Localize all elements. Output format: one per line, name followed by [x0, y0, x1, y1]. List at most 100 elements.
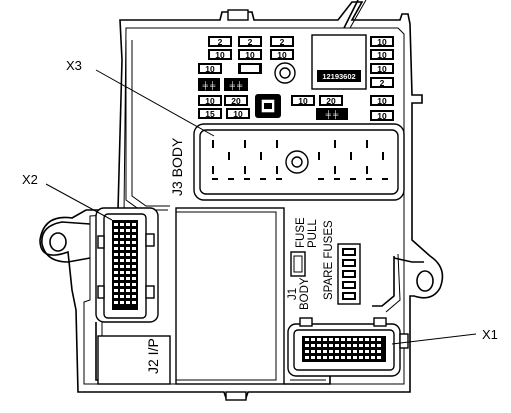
- j3-pin: [212, 140, 214, 148]
- fuse-rating-label: 20: [231, 96, 241, 106]
- x1-pin: [365, 356, 369, 359]
- fuse-f11[interactable]: 10: [198, 63, 222, 74]
- x2-pin: [126, 229, 130, 232]
- x1-pin: [311, 350, 315, 353]
- x2-pin: [114, 223, 118, 226]
- right-mounting-hole: [416, 270, 434, 292]
- x2-pin: [114, 241, 118, 244]
- x1-pin: [341, 356, 345, 359]
- x1-pin: [335, 338, 339, 341]
- x2-pin: [126, 247, 130, 250]
- fuse-rating-label: 10: [245, 50, 255, 60]
- x1-pin: [329, 356, 333, 359]
- x2-pin: [126, 241, 130, 244]
- x1-pin: [353, 350, 357, 353]
- fuse-f10[interactable]: 2: [370, 77, 394, 88]
- x1-pin: [377, 344, 381, 347]
- x1-pin: [347, 338, 351, 341]
- j3-pin: [382, 152, 384, 160]
- fuse-rating-label: 10: [233, 109, 243, 119]
- x2-pin: [132, 253, 136, 256]
- left-mounting-ear: [41, 221, 91, 263]
- x2-pin: [120, 301, 124, 304]
- fuse-f4[interactable]: 10: [208, 49, 232, 60]
- x1-pin: [353, 344, 357, 347]
- x2-pin: [126, 235, 130, 238]
- x2-latch-2: [145, 285, 155, 299]
- x2-pin: [132, 247, 136, 250]
- x2-pin: [126, 271, 130, 274]
- x2-latch-l2: [97, 285, 105, 299]
- fuse-rating-label: 10: [215, 50, 225, 60]
- top-wire-2: [349, 0, 367, 29]
- j3-pin: [244, 166, 246, 174]
- x1-leader: [391, 333, 477, 345]
- x1-latch: [299, 317, 313, 327]
- j3-pin: [318, 178, 324, 180]
- fuse-f19[interactable]: 10: [370, 110, 394, 121]
- x1-pin: [365, 350, 369, 353]
- fuse-f5[interactable]: 10: [238, 49, 262, 60]
- x2-latch-l: [97, 235, 105, 249]
- fuse-f8[interactable]: 10: [370, 49, 394, 60]
- svg-text:╪ ╪: ╪ ╪: [325, 110, 339, 120]
- x1-pin: [365, 344, 369, 347]
- x1-pin: [353, 338, 357, 341]
- x2-pin: [120, 223, 124, 226]
- relay-part-number: 12193602: [322, 72, 355, 81]
- j3-pin: [276, 166, 278, 174]
- center-cavity: [175, 207, 285, 385]
- right-harness: [372, 256, 395, 307]
- fuse-f2[interactable]: 2: [238, 36, 262, 47]
- fuse-f3[interactable]: 2: [270, 36, 294, 47]
- fuse-f9[interactable]: 10: [370, 63, 394, 74]
- x2-pin: [120, 235, 124, 238]
- x1-pin: [377, 356, 381, 359]
- x2-pin: [132, 277, 136, 280]
- j1-label-line1: J1: [287, 288, 299, 300]
- fuse-rating-label: 10: [277, 50, 287, 60]
- fuse-rating-label: 2: [218, 37, 223, 47]
- mini-relay-0: [238, 63, 262, 74]
- fuse-f6[interactable]: 10: [270, 49, 294, 60]
- x2-pin: [120, 289, 124, 292]
- x2-leader: [45, 183, 113, 221]
- x1-pin-array: [305, 338, 381, 359]
- fuse-f7[interactable]: 10: [370, 36, 394, 47]
- fuse-f17[interactable]: 15: [198, 108, 222, 119]
- j3-pin: [212, 166, 214, 174]
- fuse-f12[interactable]: 10: [198, 95, 222, 106]
- x1-latch-3: [399, 333, 409, 349]
- fuse-rating-label: 10: [205, 96, 215, 106]
- fuse-f16[interactable]: 10: [370, 95, 394, 106]
- x2-pin-array: [114, 223, 136, 304]
- x2-pin: [126, 259, 130, 262]
- fuse-f14[interactable]: 10: [291, 95, 315, 106]
- j3-pin: [366, 166, 368, 174]
- fuse-f18[interactable]: 10: [226, 108, 250, 119]
- x1-pin: [335, 350, 339, 353]
- spare-fuse-slots: [342, 248, 356, 300]
- fuse-rating-label: 20: [326, 96, 336, 106]
- j3-pin: [228, 178, 234, 180]
- x2-pin: [132, 265, 136, 268]
- x2-pin: [120, 295, 124, 298]
- fuse-f15[interactable]: 20: [319, 95, 343, 106]
- x2-pin: [120, 283, 124, 286]
- x1-pin: [305, 356, 309, 359]
- x2-pin: [114, 265, 118, 268]
- fuse-f13[interactable]: 20: [224, 95, 248, 106]
- mini-relay-2: ╪ ╪: [224, 78, 248, 91]
- center-cavity-slot: [175, 211, 277, 381]
- j3-pin: [228, 152, 230, 160]
- x2-pin: [120, 247, 124, 250]
- x2-pin: [132, 235, 136, 238]
- x1-pin: [317, 356, 321, 359]
- j3-pin: [276, 178, 282, 180]
- x1-pin: [341, 338, 345, 341]
- fuse-rating-label: 2: [380, 78, 385, 88]
- x2-pin: [114, 277, 118, 280]
- right-ear-strap: [393, 257, 424, 263]
- fuse-f1[interactable]: 2: [208, 36, 232, 47]
- x2-pin: [126, 295, 130, 298]
